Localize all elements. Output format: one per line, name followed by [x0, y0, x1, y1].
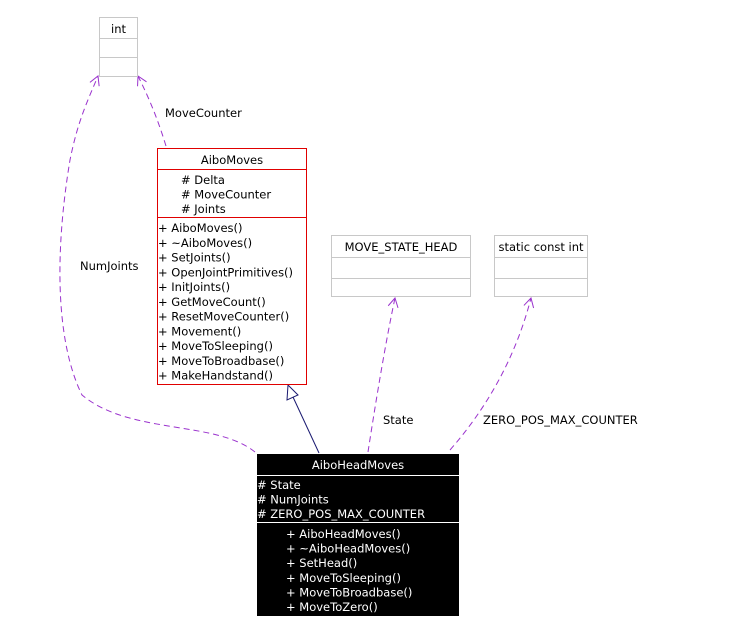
class-member-attribute: # NumJoints [257, 493, 329, 507]
edges [59, 75, 535, 454]
class-aiboheadmoves-attributes: # State# NumJoints# ZERO_POS_MAX_COUNTER [257, 478, 425, 521]
class-member-method: + MakeHandstand() [158, 369, 273, 383]
class-member-method: + SetJoints() [158, 251, 231, 265]
class-move-state-head-title: MOVE_STATE_HEAD [345, 240, 458, 254]
edge-inheritance [292, 396, 320, 454]
class-move-state-head[interactable]: MOVE_STATE_HEAD [331, 235, 471, 297]
label-state: State [383, 413, 413, 427]
class-member-method: + OpenJointPrimitives() [158, 265, 293, 279]
class-member-method: + MoveToSleeping() [286, 571, 401, 585]
class-aiboheadmoves-methods: + AiboHeadMoves()+ ~AiboHeadMoves()+ Set… [286, 527, 412, 614]
class-aiboheadmoves-box [257, 454, 459, 616]
class-static-const-int-title: static const int [498, 240, 584, 254]
label-zero-pos: ZERO_POS_MAX_COUNTER [483, 413, 638, 427]
edge-movecounter [137, 75, 167, 147]
class-member-method: + Movement() [158, 324, 241, 338]
class-member-attribute: # ZERO_POS_MAX_COUNTER [257, 507, 425, 521]
label-numjoints: NumJoints [80, 259, 139, 273]
class-member-attribute: # State [257, 478, 301, 492]
class-member-method: + ResetMoveCounter() [158, 310, 289, 324]
edge-zero-pos [449, 297, 535, 451]
class-aibomoves-box [157, 148, 307, 385]
class-member-method: + ~AiboMoves() [158, 236, 252, 250]
edge-numjoints [59, 75, 256, 453]
class-move-state-head-box [331, 235, 471, 297]
class-static-const-int[interactable]: static const int [494, 235, 588, 297]
class-aibomoves-methods: + AiboMoves()+ ~AiboMoves()+ SetJoints()… [158, 221, 293, 383]
class-member-method: + SetHead() [286, 556, 357, 570]
edge-labels: MoveCounter NumJoints State ZERO_POS_MAX… [80, 106, 638, 427]
class-aiboheadmoves[interactable]: AiboHeadMoves # State# NumJoints# ZERO_P… [257, 454, 459, 616]
class-member-method: + InitJoints() [158, 280, 230, 294]
class-member-method: + MoveToSleeping() [158, 339, 273, 353]
class-int-title: int [111, 22, 126, 36]
class-member-method: + GetMoveCount() [158, 295, 266, 309]
class-int[interactable]: int [99, 17, 138, 77]
class-aibomoves[interactable]: AiboMoves # Delta# MoveCounter# Joints +… [157, 148, 307, 385]
class-aibomoves-title: AiboMoves [201, 153, 263, 167]
class-member-method: + AiboMoves() [158, 221, 243, 235]
class-member-method: + MoveToZero() [286, 600, 378, 614]
class-int-box [99, 17, 138, 77]
label-movecounter: MoveCounter [165, 106, 242, 120]
class-static-const-int-box [494, 235, 588, 297]
class-member-method: + MoveToBroadbase() [286, 585, 412, 599]
class-aiboheadmoves-title: AiboHeadMoves [312, 458, 404, 472]
class-member-attribute: # Delta [181, 173, 225, 187]
class-member-method: + ~AiboHeadMoves() [286, 542, 410, 556]
class-member-method: + MoveToBroadbase() [158, 354, 284, 368]
class-aibomoves-attributes: # Delta# MoveCounter# Joints [181, 173, 271, 216]
class-member-method: + AiboHeadMoves() [286, 527, 401, 541]
inheritance-arrowhead [286, 383, 299, 401]
edge-state [367, 296, 399, 453]
class-member-attribute: # MoveCounter [181, 188, 271, 202]
class-member-attribute: # Joints [181, 202, 226, 216]
